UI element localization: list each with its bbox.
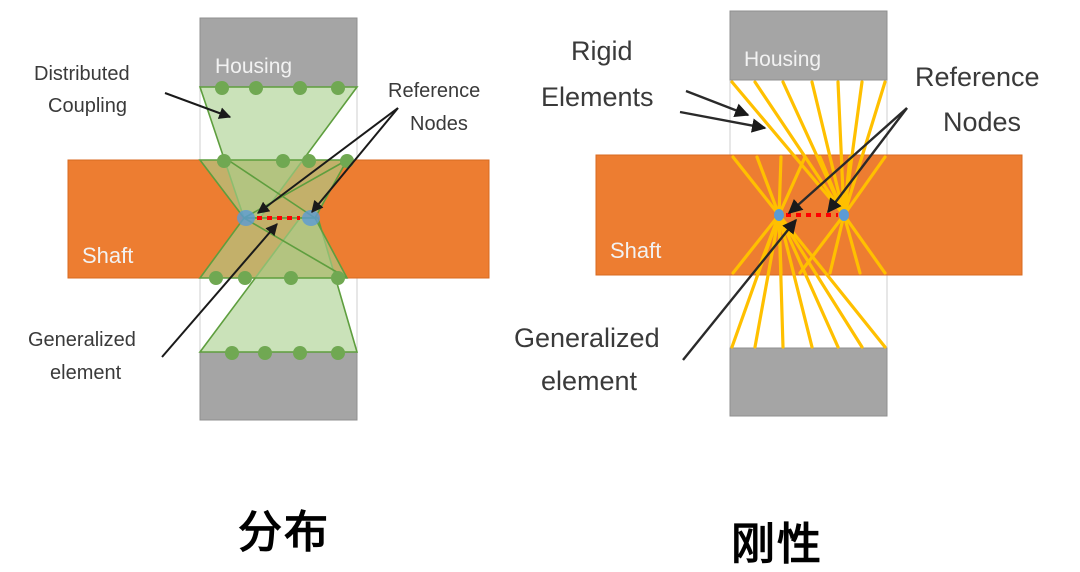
reference-node-right [839,209,849,221]
reference-label-line1: Reference [915,62,1040,92]
rigid-element-line [842,213,887,275]
upper-housing [729,10,888,81]
rigid-element-line [842,80,887,217]
generalized-arrow [161,223,278,358]
rigid-element-line [828,213,846,275]
reference-arrow-right [311,107,399,213]
reference-node-left [774,209,784,221]
rigid-element-line [810,80,846,217]
generalized-label-line2: element [50,362,122,384]
rigid-element-line [731,213,781,275]
rigid-elements [730,80,887,349]
reference-node-right [302,210,320,226]
rigid-element-line [753,213,781,349]
rigid-arrow-1 [685,89,750,118]
reference-arrow-right [827,107,908,214]
reference-node-left [237,210,255,226]
reference-label-line2: Nodes [943,107,1021,137]
rigid-element-line [777,155,783,217]
reference-arrow-left [257,107,399,214]
coupling-arrow [164,92,232,119]
rigid-element-line [798,213,846,275]
rigid-element-line [842,213,862,275]
distributed-coupling-panel: Housing Shaft Distributed [28,17,490,421]
rigid-element-line [730,80,846,217]
shaft-label: Shaft [610,238,661,263]
rigid-element-line [753,80,846,217]
rigid-element-line [755,155,781,217]
generalized-arrow [682,218,797,361]
reference-label-line2: Nodes [410,113,468,135]
rigid-coupling-panel: Housing Shaft Rigid Elements Reference N… [514,10,1040,417]
rigid-element-line [777,213,864,349]
lower-housing [199,351,358,421]
rigid-element-line [842,155,887,217]
generalized-label-line1: Generalized [514,323,660,353]
generalized-label-line2: element [541,366,638,396]
coupling-nodes [209,81,354,360]
rigid-element-line [777,155,807,217]
rigid-label-line1: Rigid [571,36,633,66]
distributed-caption: 分布 [238,507,330,558]
lower-housing [729,347,888,417]
annotation-arrows [161,92,399,358]
coupling-label-line1: Distributed [34,63,130,85]
rigid-caption: 刚性 [731,519,823,570]
rigid-arrow-2 [679,110,767,133]
generalized-label-line1: Generalized [28,329,136,351]
housing-label: Housing [215,55,292,78]
rigid-label-line2: Elements [541,82,654,112]
upper-housing [199,17,358,88]
annotation-arrows [679,89,908,361]
reference-label-line1: Reference [388,80,480,102]
shaft-label: Shaft [82,243,133,268]
coupling-label-line2: Coupling [48,95,127,117]
rigid-element-line [777,213,783,275]
reference-arrow-left [787,107,908,214]
housing-label: Housing [744,48,821,71]
rigid-element-line [777,213,840,349]
rigid-element-line [731,155,781,217]
rigid-element-line [777,213,814,349]
rigid-element-line [777,213,887,349]
